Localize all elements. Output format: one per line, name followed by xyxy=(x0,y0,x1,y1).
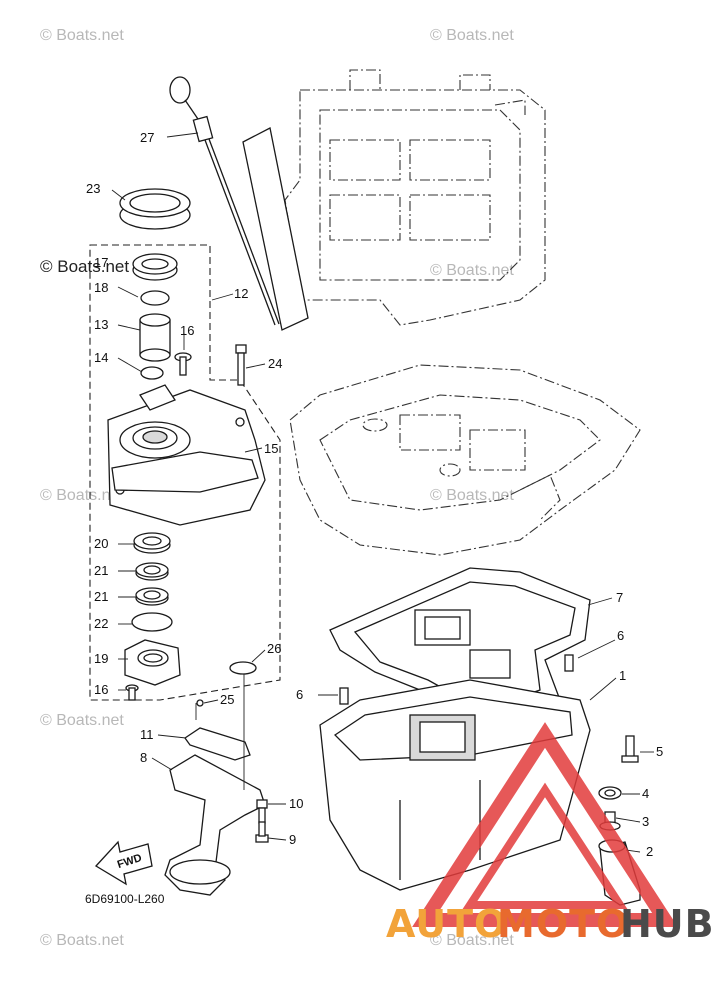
callout-15: 15 xyxy=(264,441,278,456)
watermark-text: © Boats.net xyxy=(430,262,514,279)
callout-19: 19 xyxy=(94,651,108,666)
logo-triangle-icon xyxy=(412,722,678,927)
watermark-text: © Boats.net xyxy=(40,712,124,729)
part-4-washer xyxy=(598,786,622,800)
callout-4: 4 xyxy=(642,786,649,801)
callout-labels: 27 23 17 18 12 13 16 14 24 15 20 21 21 2… xyxy=(86,130,663,859)
part-24-bolt xyxy=(235,344,247,386)
callout-21-a: 21 xyxy=(94,563,108,578)
callout-5: 5 xyxy=(656,744,663,759)
callout-27: 27 xyxy=(140,130,154,145)
callout-16-bottom: 16 xyxy=(94,682,108,697)
logo-text-moto: MOTO xyxy=(497,902,629,946)
automotohub-logo: AUTO MOTO HUB xyxy=(386,722,714,946)
leader-lines xyxy=(111,132,654,853)
part-20-seal xyxy=(133,532,171,554)
part-22-o-ring xyxy=(131,612,173,632)
callout-14: 14 xyxy=(94,350,108,365)
callout-20: 20 xyxy=(94,536,108,551)
callout-12: 12 xyxy=(234,286,248,301)
part-6-dowel-left xyxy=(339,687,349,705)
part-18-o-ring xyxy=(140,290,170,306)
callout-1: 1 xyxy=(619,668,626,683)
pump-assembly-dashed-frame xyxy=(89,244,281,701)
callout-22: 22 xyxy=(94,616,108,631)
part-25-pin xyxy=(196,699,204,707)
part-21-seal-a xyxy=(135,562,169,581)
callout-13: 13 xyxy=(94,317,108,332)
callout-18: 18 xyxy=(94,280,108,295)
engine-block-outline xyxy=(279,69,546,326)
callout-26: 26 xyxy=(267,641,281,656)
callout-10: 10 xyxy=(289,796,303,811)
watermark-text: © Boats.net xyxy=(430,932,514,949)
callout-17: 17 xyxy=(94,255,108,270)
callout-25: 25 xyxy=(220,692,234,707)
part-27-dipstick xyxy=(169,76,280,326)
part-17-seal xyxy=(132,253,178,281)
part-11-strainer-gasket xyxy=(184,727,251,761)
callout-7: 7 xyxy=(616,590,623,605)
part-26-o-ring xyxy=(229,661,257,675)
watermark-dark-text: © Boats.net xyxy=(40,257,129,276)
part-23-seal-cap xyxy=(119,188,191,230)
part-14-o-ring xyxy=(140,366,164,380)
oil-pan xyxy=(319,679,591,891)
part-13-collar xyxy=(139,313,171,362)
callout-8: 8 xyxy=(140,750,147,765)
callout-16-top: 16 xyxy=(180,323,194,338)
logo-text-hub: HUB xyxy=(620,902,714,946)
part-6-dowel-right xyxy=(564,654,574,672)
part-9-bolt xyxy=(255,821,269,843)
part-21-seal-b xyxy=(135,587,169,606)
part-8-oil-strainer xyxy=(164,754,266,896)
callout-11: 11 xyxy=(140,727,154,742)
callout-2: 2 xyxy=(646,844,653,859)
oil-pan-gasket xyxy=(329,567,591,726)
upper-casing-outline xyxy=(289,364,641,556)
part-5-bolt xyxy=(621,735,639,763)
diagram-code: 6D69100-L260 xyxy=(85,892,165,906)
part-16-screw-bottom xyxy=(125,684,139,701)
callout-3: 3 xyxy=(642,814,649,829)
watermark-text: © Boats.net xyxy=(430,27,514,44)
part-15-gasket xyxy=(111,451,259,493)
callout-6-left: 6 xyxy=(296,687,303,702)
watermark-text: © Boats.net xyxy=(40,487,124,504)
callout-21-b: 21 xyxy=(94,589,108,604)
watermark-text: © Boats.net xyxy=(430,487,514,504)
callout-23: 23 xyxy=(86,181,100,196)
part-10-bolt xyxy=(256,799,268,824)
fwd-arrow-icon: FWD xyxy=(94,840,153,886)
callout-9: 9 xyxy=(289,832,296,847)
watermark-text: © Boats.net xyxy=(40,27,124,44)
callout-6-right: 6 xyxy=(617,628,624,643)
watermark-text: © Boats.net xyxy=(40,932,124,949)
callout-24: 24 xyxy=(268,356,282,371)
part-16-screw-top xyxy=(174,352,192,376)
logo-text-auto: AUTO xyxy=(386,902,507,946)
part-19-flange xyxy=(124,639,181,686)
dipstick-guide-bar xyxy=(242,127,309,331)
